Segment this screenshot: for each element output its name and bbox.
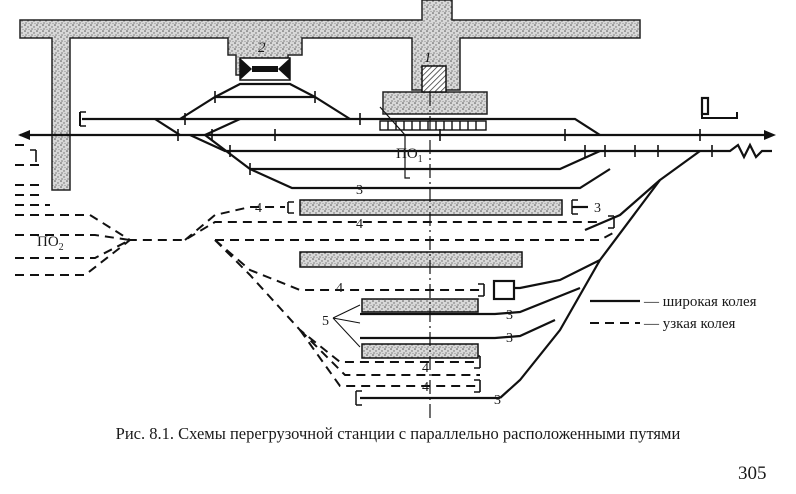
narrow-gauge-tracks	[15, 144, 616, 387]
po2-label: ПО2	[37, 234, 64, 253]
narrow-dead-ends	[30, 149, 615, 393]
track-4-label-a: 4	[255, 201, 262, 216]
warehouse-bar-b	[299, 251, 523, 268]
warehouse-bar-d	[361, 343, 479, 359]
warehouse-1: 1	[421, 50, 447, 93]
warehouse-2: 2	[239, 40, 291, 81]
track-4-label-e: 4	[422, 380, 429, 395]
track-4-label-c: 4	[336, 281, 343, 296]
track-3-label-a: 3	[356, 183, 363, 198]
figure-caption: Рис. 8.1. Схемы перегрузочной станции с …	[115, 424, 681, 443]
po1-label: ПО1	[396, 146, 423, 165]
platform-warehouse-1	[382, 91, 488, 115]
warehouse-1-label: 1	[424, 50, 432, 66]
warehouse-bar-a	[299, 199, 563, 216]
track-3-label-e: 3	[494, 393, 501, 408]
track-3-label-c: 3	[506, 308, 513, 323]
road-top-horizontal	[19, 0, 641, 191]
road-network	[19, 0, 641, 191]
track-5-label: 5	[322, 314, 329, 329]
track-3-label-b: 3	[594, 201, 601, 216]
track-4-label-d: 4	[422, 361, 429, 376]
warehouse-2-label: 2	[258, 40, 266, 56]
legend: — широкая колея — узкая колея	[590, 294, 757, 332]
legend-wide-text: — широкая колея	[643, 294, 757, 310]
warehouse-bar-c	[361, 298, 479, 313]
track-4-label-b: 4	[356, 217, 363, 232]
diagram-labels: ПО1 ПО2 3 3 4 4 4 5 3 3 4 4 3	[37, 146, 601, 408]
page-number: 305	[738, 463, 767, 484]
legend-narrow-text: — узкая колея	[643, 316, 736, 332]
warehouse-bars	[299, 199, 563, 359]
track-3-label-d: 3	[506, 331, 513, 346]
switch-ticks	[177, 91, 713, 175]
